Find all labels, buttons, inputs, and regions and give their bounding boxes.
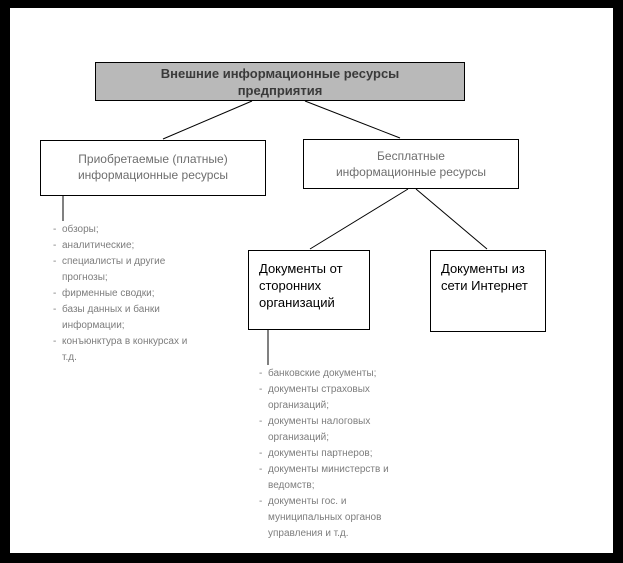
third-party-documents-list: банковские документы; документы страховы… [258,366,420,542]
node-label-line: Внешние информационные ресурсы [160,66,400,81]
list-item: фирменные сводки; [52,286,204,302]
node-label-line: предприятия [237,83,323,98]
node-label-line: организаций [259,295,335,310]
node-paid-resources: Приобретаемые (платные) информационные р… [40,140,266,196]
node-label-line: информационные ресурсы [77,168,229,182]
node-label-line: Приобретаемые (платные) [78,152,228,166]
list-item: документы партнеров; [258,446,420,462]
node-free-resources: Бесплатные информационные ресурсы [303,139,519,189]
list-item: документы министерств и ведомств; [258,462,420,494]
list-item: специалисты и другие прогнозы; [52,254,204,286]
paid-resources-list: обзоры; аналитические; специалисты и дру… [52,222,204,366]
list-item: базы данных и банки информации; [52,302,204,334]
node-documents-internet: Документы из сети Интернет [430,250,546,332]
node-label-line: Документы от [259,261,343,276]
node-label-line: Бесплатные [377,149,445,163]
node-label-line: Документы из [441,261,525,276]
node-documents-third-party: Документы от сторонних организаций [248,250,370,330]
node-label-line: информационные ресурсы [335,165,487,179]
list-item: обзоры; [52,222,204,238]
node-label-line: сети Интернет [441,278,528,293]
list-item: документы налоговых организаций; [258,414,420,446]
list-item: конъюнктура в конкурсах и т.д. [52,334,204,366]
list-item: документы гос. и муниципальных органов у… [258,494,420,542]
node-external-resources: Внешние информационные ресурсы предприят… [95,62,465,101]
list-item: аналитические; [52,238,204,254]
list-item: банковские документы; [258,366,420,382]
list-item: документы страховых организаций; [258,382,420,414]
node-label-line: сторонних [259,278,322,293]
